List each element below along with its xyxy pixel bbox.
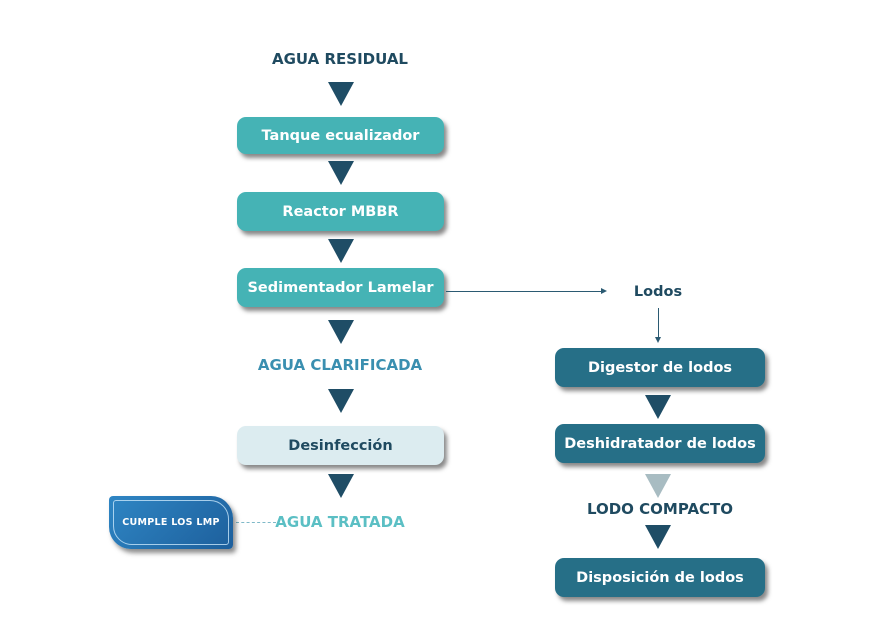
down-arrow-icon (328, 320, 354, 344)
label-lodo-compacto: LODO COMPACTO (586, 500, 734, 518)
down-arrow-faded-icon (645, 474, 671, 498)
badge-cumple-lmp: CUMPLE LOS LMP (109, 496, 233, 549)
down-arrow-icon (328, 82, 354, 106)
badge-label: CUMPLE LOS LMP (122, 517, 220, 528)
down-arrow-icon (328, 389, 354, 413)
step-digestor-de-lodos[interactable]: Digestor de lodos (555, 348, 765, 387)
down-arrow-icon (328, 161, 354, 185)
down-arrow-icon (328, 474, 354, 498)
input-label-agua-residual: AGUA RESIDUAL (272, 50, 408, 68)
down-arrow-icon (645, 525, 671, 549)
down-arrow-icon (645, 395, 671, 419)
label-lodos: Lodos (633, 284, 683, 300)
step-tanque-ecualizador[interactable]: Tanque ecualizador (237, 117, 444, 154)
step-reactor-mbbr[interactable]: Reactor MBBR (237, 192, 444, 231)
step-disposicion-de-lodos[interactable]: Disposición de lodos (555, 558, 765, 597)
down-arrow-icon (328, 239, 354, 263)
arrowhead-down-icon (655, 337, 661, 343)
badge-border (113, 500, 229, 545)
output-label-agua-tratada: AGUA TRATADA (275, 513, 405, 531)
connector-line-to-lodos (446, 291, 602, 292)
step-desinfeccion[interactable]: Desinfección (237, 426, 444, 465)
step-deshidratador-de-lodos[interactable]: Deshidratador de lodos (555, 424, 765, 463)
connector-line-down (658, 308, 659, 338)
step-sedimentador-lamelar[interactable]: Sedimentador Lamelar (237, 268, 444, 307)
dashed-connector (236, 522, 276, 523)
arrowhead-right-icon (601, 288, 607, 294)
label-agua-clarificada: AGUA CLARIFICADA (257, 356, 423, 374)
